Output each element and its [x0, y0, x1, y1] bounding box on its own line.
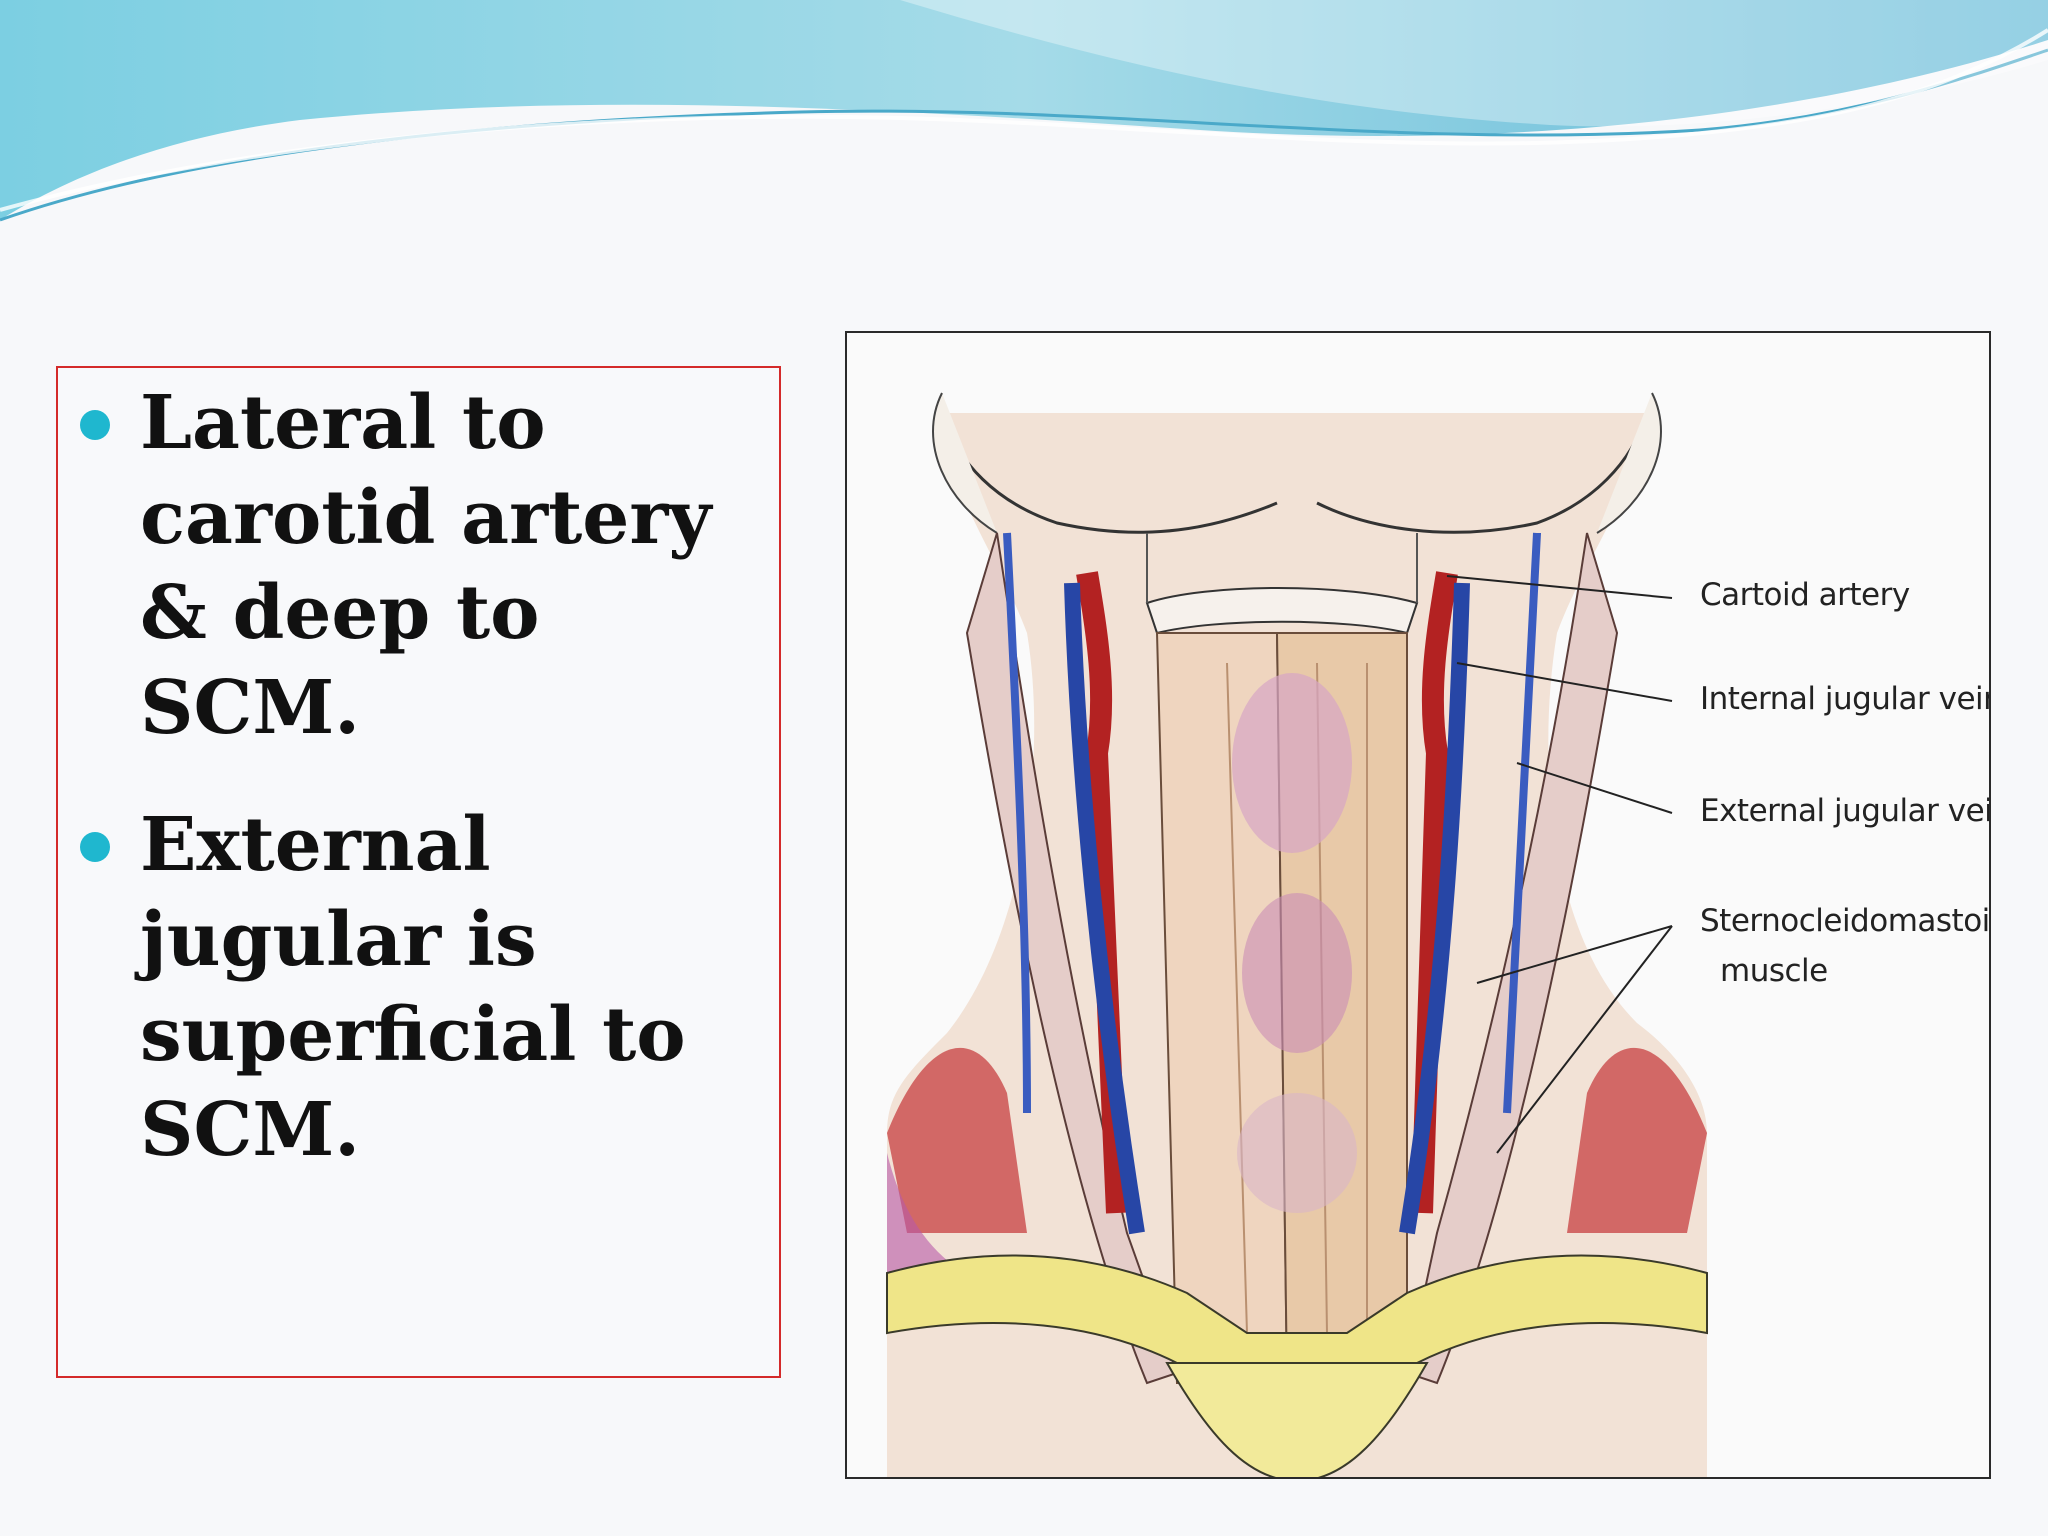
label-external-jugular-vein: External jugular vein [1700, 793, 1991, 829]
label-carotid-artery: Cartoid artery [1700, 577, 1910, 613]
bullet-item-2: External jugular is superficial to SCM. [80, 798, 772, 1178]
circle-bullet-icon [80, 410, 110, 440]
header-wave [0, 0, 2048, 222]
circle-bullet-icon [80, 832, 110, 862]
bullet-text-1: Lateral to carotid artery & deep to SCM. [140, 380, 712, 751]
neck-anatomy-illustration [886, 392, 1708, 1477]
bullet-text-2: External jugular is superficial to SCM. [140, 802, 686, 1173]
label-sternocleidomastoid: Sternocleidomastoid [1700, 903, 1991, 939]
text-box [56, 366, 781, 1378]
bullet-item-1: Lateral to carotid artery & deep to SCM. [80, 376, 772, 756]
neck-anatomy-figure: Cartoid artery Internal jugular vein Ext… [845, 331, 1991, 1479]
label-muscle: muscle [1720, 953, 1828, 989]
label-internal-jugular-vein: Internal jugular vein [1700, 681, 1991, 717]
